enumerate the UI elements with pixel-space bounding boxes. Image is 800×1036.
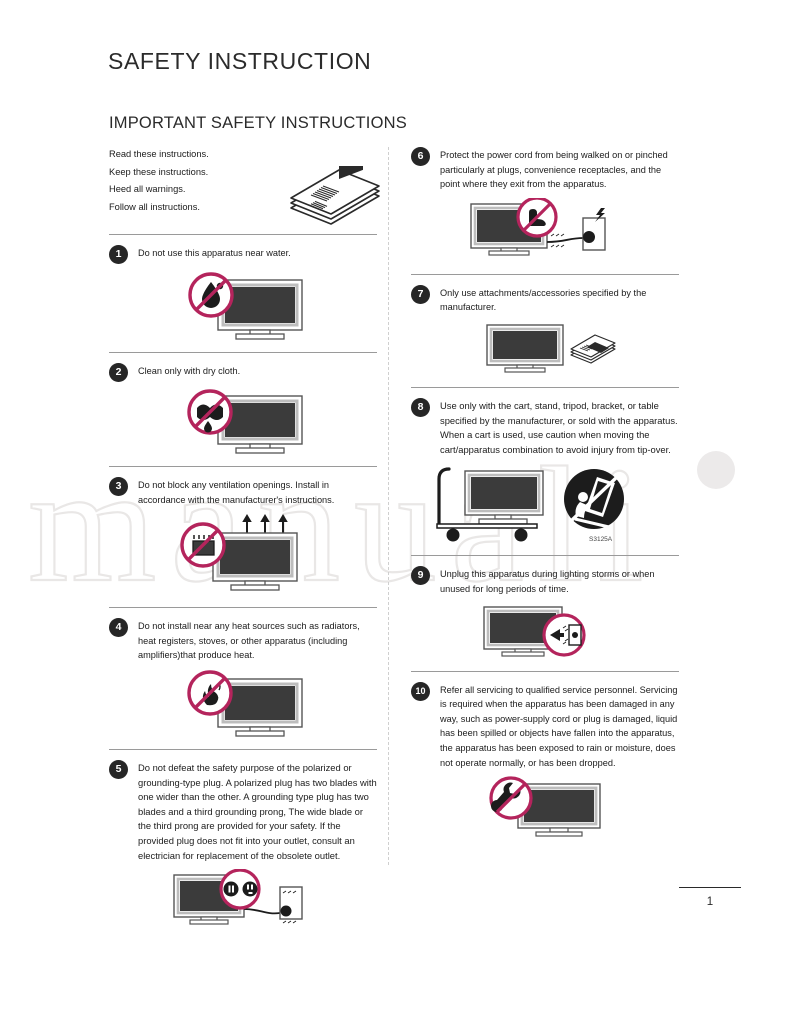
item-text: Protect the power cord from being walked…	[440, 150, 668, 190]
divider	[411, 670, 679, 672]
divider	[109, 352, 377, 353]
divider	[109, 607, 377, 609]
item-number-badge: 7	[411, 284, 430, 304]
safety-item-4: 4 Do not install near any heat sources s…	[109, 608, 377, 749]
safety-item-8: 8 Use only with the cart, stand, tripod,…	[411, 388, 679, 555]
divider	[109, 748, 377, 750]
page-number: 1	[706, 896, 714, 908]
item-number-badge: 1	[109, 245, 128, 264]
safety-item-6: 6 Protect the power cord from being walk…	[411, 146, 679, 274]
no-step-on-cord-icon	[411, 197, 679, 264]
no-heat-source-tv-icon	[109, 669, 377, 739]
intro-block: Read these instructions. Keep these inst…	[109, 146, 380, 234]
tipover-icon-label: S3125A	[589, 536, 613, 543]
safety-item-5: 5 Do not defeat the safety purpose of th…	[109, 750, 377, 941]
no-block-vents-tv-icon	[109, 513, 377, 597]
unplug-tv-icon	[411, 603, 679, 661]
no-water-tv-icon	[109, 270, 377, 342]
item-text: Do not install near any heat sources suc…	[138, 621, 360, 661]
item-text: Do not block any ventilation openings. I…	[138, 480, 335, 505]
right-column: 6 Protect the power cord from being walk…	[411, 146, 679, 850]
tv-cart-icon	[436, 467, 544, 542]
left-column: Read these instructions. Keep these inst…	[109, 146, 380, 941]
intro-line: Heed all warnings.	[109, 184, 186, 194]
tv-with-manual-icon	[411, 321, 679, 377]
item-number-badge: 4	[109, 618, 128, 638]
item-number-badge: 6	[411, 147, 430, 166]
item-text: Do not use this apparatus near water.	[138, 248, 291, 258]
safety-item-10: 10 Refer all servicing to qualified serv…	[411, 672, 679, 851]
item-number-badge: 5	[109, 759, 128, 779]
divider	[411, 386, 679, 388]
manual-book-icon	[287, 166, 383, 228]
item-text: Do not defeat the safety purpose of the …	[138, 761, 377, 861]
item-text: Only use attachments/accessories specifi…	[440, 287, 647, 313]
no-servicing-wrench-tv-icon	[411, 776, 679, 840]
item-number-badge: 2	[109, 363, 128, 382]
footer-rule	[679, 887, 741, 888]
divider	[109, 466, 377, 467]
item-number-badge: 3	[109, 477, 128, 496]
item-text: Clean only with dry cloth.	[138, 366, 241, 376]
section-title: IMPORTANT SAFETY INSTRUCTIONS	[109, 114, 407, 132]
intro-line: Follow all instructions.	[109, 201, 200, 212]
divider	[411, 273, 679, 275]
item-number-badge: 10	[411, 681, 430, 701]
safety-item-7: 7 Only use attachments/accessories speci…	[411, 275, 679, 387]
tv-cart-and-tipover-icons: S3125A	[411, 463, 679, 545]
item-text: Use only with the cart, stand, tripod, b…	[440, 399, 678, 455]
column-divider	[388, 147, 389, 865]
divider	[411, 555, 679, 557]
watermark-dot	[697, 451, 735, 489]
cart-tipover-warning-icon	[564, 469, 624, 530]
item-text: Refer all servicing to qualified service…	[440, 684, 678, 768]
safety-item-3: 3 Do not block any ventilation openings.…	[109, 467, 377, 607]
divider	[109, 234, 377, 235]
page-title: SAFETY INSTRUCTION	[108, 48, 372, 74]
item-number-badge: 9	[411, 566, 430, 586]
intro-line: Read these instructions.	[109, 149, 209, 159]
polarized-plug-outlet-icon	[109, 869, 377, 931]
item-text: Unplug this apparatus during lighting st…	[440, 569, 655, 594]
safety-item-9: 9 Unplug this apparatus during lighting …	[411, 556, 679, 670]
safety-item-1: 1 Do not use this apparatus near water.	[109, 235, 377, 352]
page-footer: 1	[675, 887, 745, 908]
no-wet-cloth-tv-icon	[109, 388, 377, 456]
safety-item-2: 2 Clean only with dry cloth.	[109, 353, 377, 466]
item-number-badge: 8	[411, 397, 430, 417]
intro-line: Keep these instructions.	[109, 166, 209, 177]
